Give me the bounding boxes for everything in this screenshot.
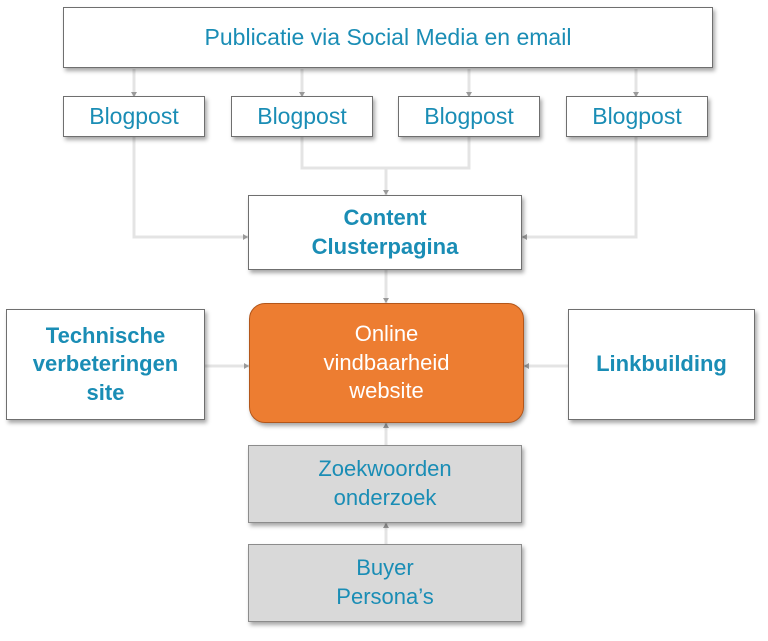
personas-line-2: Persona’s xyxy=(336,584,434,609)
blogpost-box-3: Blogpost xyxy=(398,96,540,137)
center-line-2: vindbaarheid xyxy=(323,349,450,375)
center-line-1: Online xyxy=(354,321,419,347)
arrowhead-center-top xyxy=(383,298,389,303)
connector-blogpost-1-cluster xyxy=(132,137,248,239)
personas-line-1: Buyer xyxy=(356,555,414,581)
content-clusterpagina-box: Content Clusterpagina xyxy=(248,195,522,270)
left-line-2: verbeteringen xyxy=(32,351,179,377)
blogpost-label: Blogpost xyxy=(257,102,347,129)
social-media-email-box: Publicatie via Social Media en email xyxy=(63,7,713,68)
left-line-3: site xyxy=(86,379,125,405)
cluster-line-1: Content xyxy=(343,204,427,230)
arrowhead-blogpost-2 xyxy=(299,92,305,97)
buyer-personas-box: Buyer Persona’s xyxy=(248,544,522,622)
arrowhead-center-bottom xyxy=(383,423,389,428)
blogpost-box-1: Blogpost xyxy=(63,96,205,137)
online-vindbaarheid-box: Online vindbaarheid website xyxy=(249,303,524,423)
linkbuilding-label: Linkbuilding xyxy=(596,351,727,377)
arrowhead-cluster-top xyxy=(383,190,389,195)
blogpost-box-2: Blogpost xyxy=(231,96,373,137)
blogpost-box-4: Blogpost xyxy=(566,96,708,137)
center-line-3: website xyxy=(349,378,424,404)
blogpost-label: Blogpost xyxy=(592,102,682,129)
arrowhead-keywords-bottom xyxy=(383,523,389,528)
keywords-line-2: onderzoek xyxy=(333,485,437,510)
blogpost-label: Blogpost xyxy=(424,102,514,129)
arrowhead-center-right xyxy=(524,363,529,369)
arrowhead-center-left xyxy=(244,363,249,369)
social-media-email-label: Publicatie via Social Media en email xyxy=(204,23,572,50)
linkbuilding-box: Linkbuilding xyxy=(568,309,755,420)
technische-verbeteringen-box: Technische verbeteringen site xyxy=(6,309,205,420)
connector-blogpost-2-3-cluster xyxy=(300,137,471,170)
zoekwoorden-onderzoek-box: Zoekwoorden onderzoek xyxy=(248,445,522,523)
arrowhead-blogpost-4 xyxy=(633,92,639,97)
connector-blogpost-4-cluster xyxy=(522,137,638,239)
cluster-line-2: Clusterpagina xyxy=(311,233,459,259)
arrowhead-cluster-left xyxy=(243,234,248,240)
arrowhead-blogpost-3 xyxy=(466,92,472,97)
blogpost-label: Blogpost xyxy=(89,102,179,129)
keywords-line-1: Zoekwoorden xyxy=(318,456,452,482)
arrowhead-blogpost-1 xyxy=(131,92,137,97)
left-line-1: Technische xyxy=(45,322,166,348)
arrowhead-cluster-right xyxy=(522,234,527,240)
